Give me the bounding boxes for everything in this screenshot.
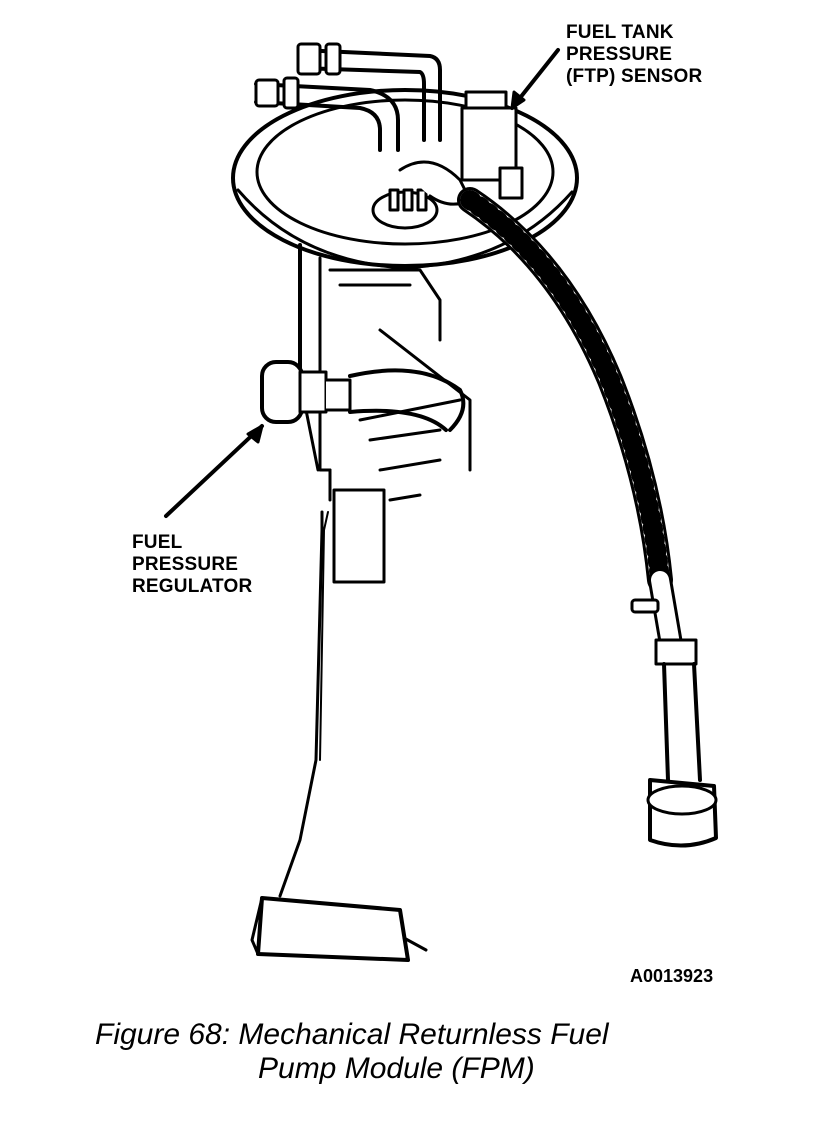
- ftp-sensor-label-line3: (FTP) SENSOR: [566, 66, 703, 87]
- fuel-level-sender: [250, 488, 428, 962]
- pump-body: [298, 243, 472, 502]
- figure-id: A0013923: [630, 966, 714, 986]
- label-leader-arrows: [164, 48, 560, 518]
- fuel-pressure-regulator-label: FUEL PRESSURE REGULATOR: [132, 532, 252, 598]
- fpr-label-line1: FUEL: [132, 532, 183, 553]
- ftp-sensor-label: FUEL TANK PRESSURE (FTP) SENSOR: [566, 22, 702, 88]
- wiring-harness: [457, 187, 718, 848]
- fuel-pressure-regulator: [260, 360, 466, 432]
- ftp-sensor: [460, 90, 524, 200]
- ftp-sensor-label-line2: PRESSURE: [566, 44, 673, 65]
- ftp-sensor-label-line1: FUEL TANK: [566, 22, 674, 43]
- caption-line2: Pump Module (FPM): [258, 1052, 535, 1085]
- fpr-label-line3: REGULATOR: [132, 576, 253, 597]
- fuel-line-tubes: [254, 42, 442, 152]
- caption-line1: Figure 68: Mechanical Returnless Fuel: [95, 1018, 609, 1051]
- fpr-label-line2: PRESSURE: [132, 554, 239, 575]
- electrical-connector: [371, 160, 472, 230]
- figure-caption: Figure 68: Mechanical Returnless Fuel Pu…: [0, 1018, 780, 1086]
